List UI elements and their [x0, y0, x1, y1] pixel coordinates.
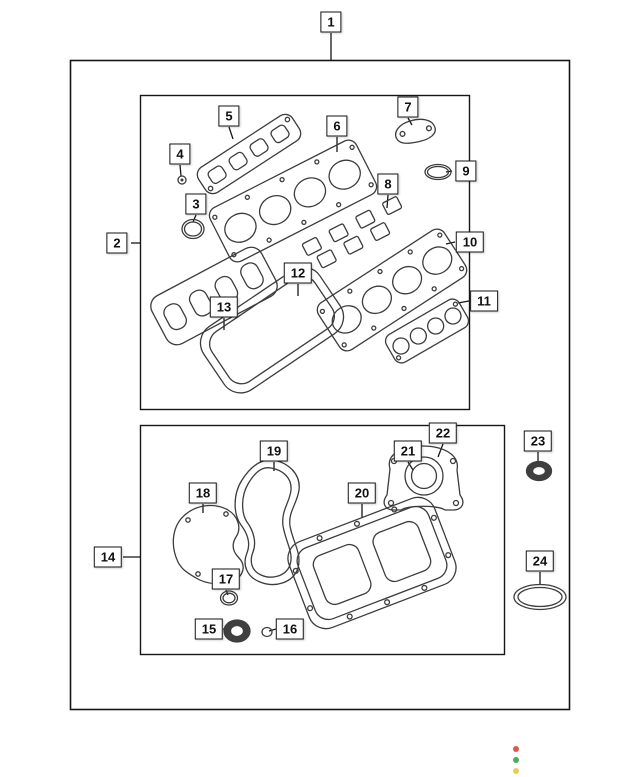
part-6-cylinder-head-gasket	[208, 139, 378, 263]
callout-15[interactable]: 15	[194, 618, 224, 640]
callout-7[interactable]: 7	[397, 96, 419, 118]
lower-gasket-group-box	[139, 424, 506, 656]
callout-9[interactable]: 9	[455, 160, 477, 182]
part-5-exhaust-manifold-gasket	[196, 113, 302, 195]
upper-gasket-group-box	[139, 94, 471, 411]
indicator-dot-red	[513, 746, 519, 752]
part-16-o-ring	[261, 626, 273, 638]
callout-5[interactable]: 5	[218, 105, 240, 127]
part-24-o-ring	[513, 583, 567, 611]
callout-6[interactable]: 6	[326, 115, 348, 137]
part-11-exhaust-manifold-gasket	[384, 298, 470, 364]
callout-13[interactable]: 13	[209, 296, 239, 318]
callout-3[interactable]: 3	[185, 193, 207, 215]
callout-18[interactable]: 18	[188, 482, 218, 504]
part-8-port-gaskets	[289, 196, 403, 282]
part-20-oil-pan-gasket	[287, 496, 457, 630]
callout-1[interactable]: 1	[320, 11, 342, 33]
callout-23[interactable]: 23	[523, 430, 553, 452]
callout-21[interactable]: 21	[393, 440, 423, 462]
callout-4[interactable]: 4	[169, 143, 191, 165]
callout-16[interactable]: 16	[275, 618, 305, 640]
outer-frame	[69, 59, 571, 711]
part-23-seal	[525, 460, 553, 482]
callout-20[interactable]: 20	[347, 482, 377, 504]
callout-17[interactable]: 17	[211, 568, 241, 590]
callout-10[interactable]: 10	[455, 231, 485, 253]
indicator-dots	[513, 746, 519, 774]
callout-22[interactable]: 22	[428, 422, 458, 444]
callout-2[interactable]: 2	[106, 232, 128, 254]
part-19-timing-cover-gasket	[234, 459, 300, 586]
part-15-seal	[223, 619, 251, 643]
part-3-o-ring	[181, 218, 205, 240]
indicator-dot-yellow	[513, 768, 519, 774]
part-7-gasket	[394, 118, 436, 144]
part-9-o-ring	[424, 163, 452, 181]
part-22-crankshaft-seal	[404, 456, 444, 496]
callout-14[interactable]: 14	[93, 546, 123, 568]
callout-12[interactable]: 12	[283, 262, 313, 284]
callout-8[interactable]: 8	[377, 173, 399, 195]
callout-24[interactable]: 24	[525, 550, 555, 572]
part-4-plug	[177, 175, 187, 185]
part-10-cylinder-head-gasket	[316, 228, 468, 352]
indicator-dot-green	[513, 757, 519, 763]
part-17-o-ring	[219, 590, 239, 606]
callout-19[interactable]: 19	[259, 440, 289, 462]
callout-11[interactable]: 11	[470, 290, 498, 312]
